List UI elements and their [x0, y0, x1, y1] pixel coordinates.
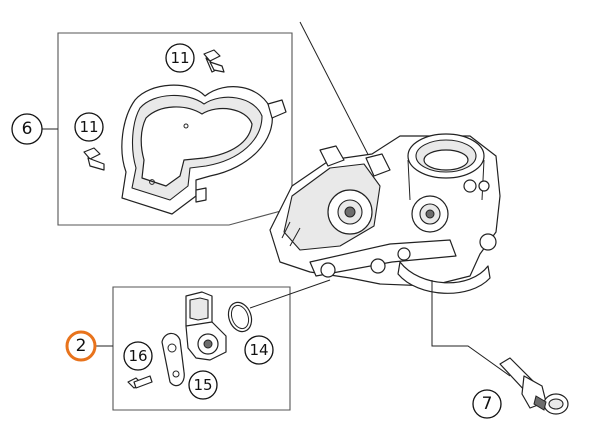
throttle-cover	[121, 84, 287, 215]
throttle-position-sensor	[185, 291, 227, 361]
callout-label: 15	[193, 376, 212, 394]
callout-circle	[244, 335, 274, 365]
sensor-screw	[127, 375, 153, 389]
callout-16: 16	[123, 341, 153, 371]
sensor-gasket	[161, 332, 185, 387]
callout-circle	[472, 389, 502, 419]
callout-6: 6	[11, 113, 43, 145]
callout-11-lower: 11	[74, 112, 104, 142]
callout-label: 2	[76, 336, 87, 356]
screw-upper	[203, 49, 225, 73]
screw-lower	[83, 147, 105, 171]
idle-adjust-screw	[499, 357, 569, 415]
callout-circle	[188, 370, 218, 400]
callout-14: 14	[244, 335, 274, 365]
callout-label: 14	[249, 341, 268, 359]
callout-circle	[123, 341, 153, 371]
callout-7: 7	[472, 389, 502, 419]
callout-label: 16	[128, 347, 147, 365]
cover-assembly-box	[57, 32, 293, 226]
callout-label: 11	[79, 118, 98, 136]
callout-circle	[11, 113, 43, 145]
callout-11-upper: 11	[165, 43, 195, 73]
callout-circle	[165, 43, 195, 73]
callout-circle-highlight	[65, 330, 97, 362]
sensor-assembly-box	[112, 286, 291, 411]
callout-15: 15	[188, 370, 218, 400]
idle-screw-leader	[431, 280, 511, 377]
callout-circle	[74, 112, 104, 142]
callout-label: 6	[22, 119, 33, 139]
callout-2-highlighted: 2	[65, 330, 97, 362]
throttle-body	[269, 21, 501, 294]
o-ring	[227, 279, 331, 333]
callout-label: 11	[170, 49, 189, 67]
callout-label: 7	[482, 394, 493, 414]
